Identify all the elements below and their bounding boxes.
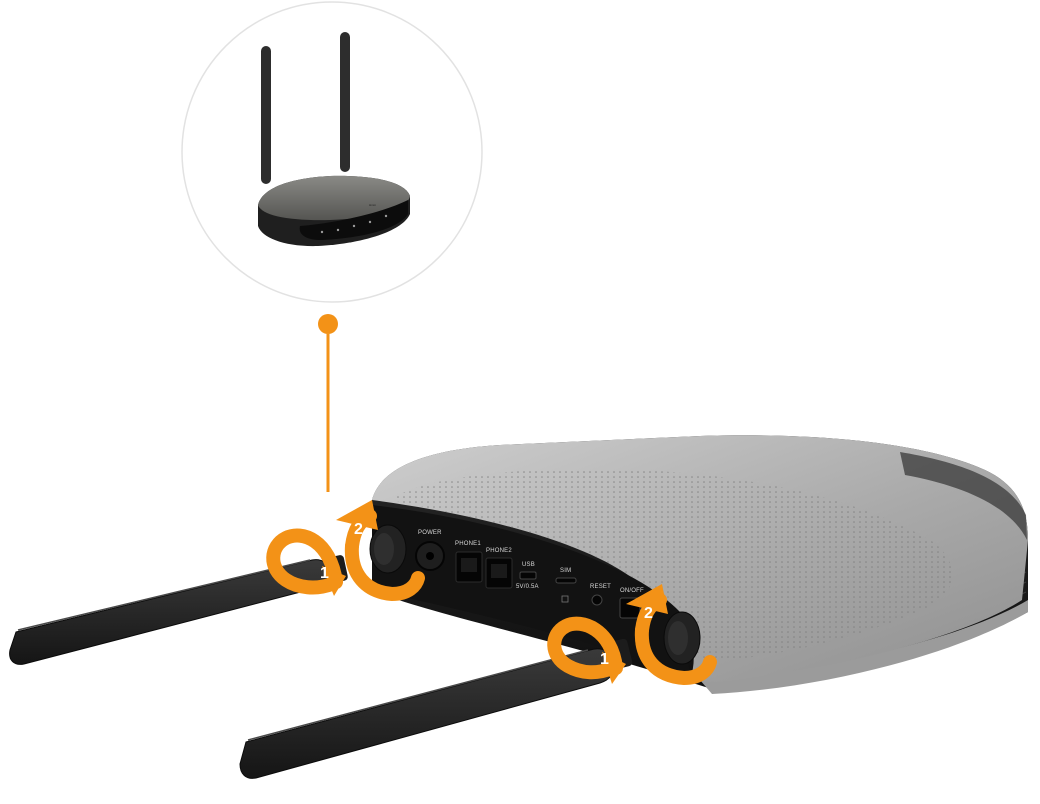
sim-slot-label: SIM xyxy=(560,568,571,574)
reset-button-label: RESET xyxy=(590,584,611,590)
arrow-head-icon xyxy=(336,500,378,530)
arrow-head-icon xyxy=(602,652,626,684)
callout xyxy=(318,314,338,492)
phone2-port-label: PHONE2 xyxy=(486,548,512,554)
power-port: POWER xyxy=(415,530,445,571)
usb-port-label: USB xyxy=(522,562,535,568)
step-2-label-left: 2 xyxy=(354,521,363,538)
inset-led xyxy=(368,220,372,224)
port-panel xyxy=(372,505,690,675)
phone1-port: PHONE1 xyxy=(455,541,483,583)
router: POWER PHONE1 PHONE2 USB 5V/0.5A SIM RESE… xyxy=(372,435,1028,694)
callout-dot xyxy=(318,314,338,334)
reset-button: RESET xyxy=(590,584,611,606)
step-1-label-left: 1 xyxy=(320,565,329,582)
power-port-label: POWER xyxy=(418,530,442,536)
step-2-label-right: 2 xyxy=(644,605,653,622)
phone1-port-label: PHONE1 xyxy=(455,541,481,547)
usb-port: USB 5V/0.5A xyxy=(516,562,539,590)
inset-led xyxy=(384,214,388,218)
inset-circle xyxy=(181,1,483,303)
step-1-label-right: 1 xyxy=(600,651,609,668)
arrow-head-icon xyxy=(626,584,668,614)
rotate-arrow-step2-left: 2 xyxy=(336,500,425,602)
sim-slot: SIM xyxy=(555,568,577,603)
inset-brand-logo: Hmm xyxy=(369,203,377,207)
inset-led xyxy=(336,228,340,232)
rotate-arrow-step2-right: 2 xyxy=(626,584,717,686)
usb-port-note: 5V/0.5A xyxy=(516,584,539,590)
inset-antenna-left xyxy=(261,46,271,184)
arrow-head-icon xyxy=(322,566,346,596)
inset-antenna-right xyxy=(340,32,350,172)
rotate-arrow-step1-left: 1 xyxy=(266,528,346,596)
inset-router: Hmm xyxy=(258,32,410,247)
inset-led xyxy=(320,230,324,234)
inset-led xyxy=(352,224,356,228)
phone2-port: PHONE2 xyxy=(485,548,513,589)
on-off-switch-label: ON/OFF xyxy=(620,588,644,594)
vent-grille xyxy=(390,468,953,662)
rotate-arrow-step1-right: 1 xyxy=(547,616,626,684)
